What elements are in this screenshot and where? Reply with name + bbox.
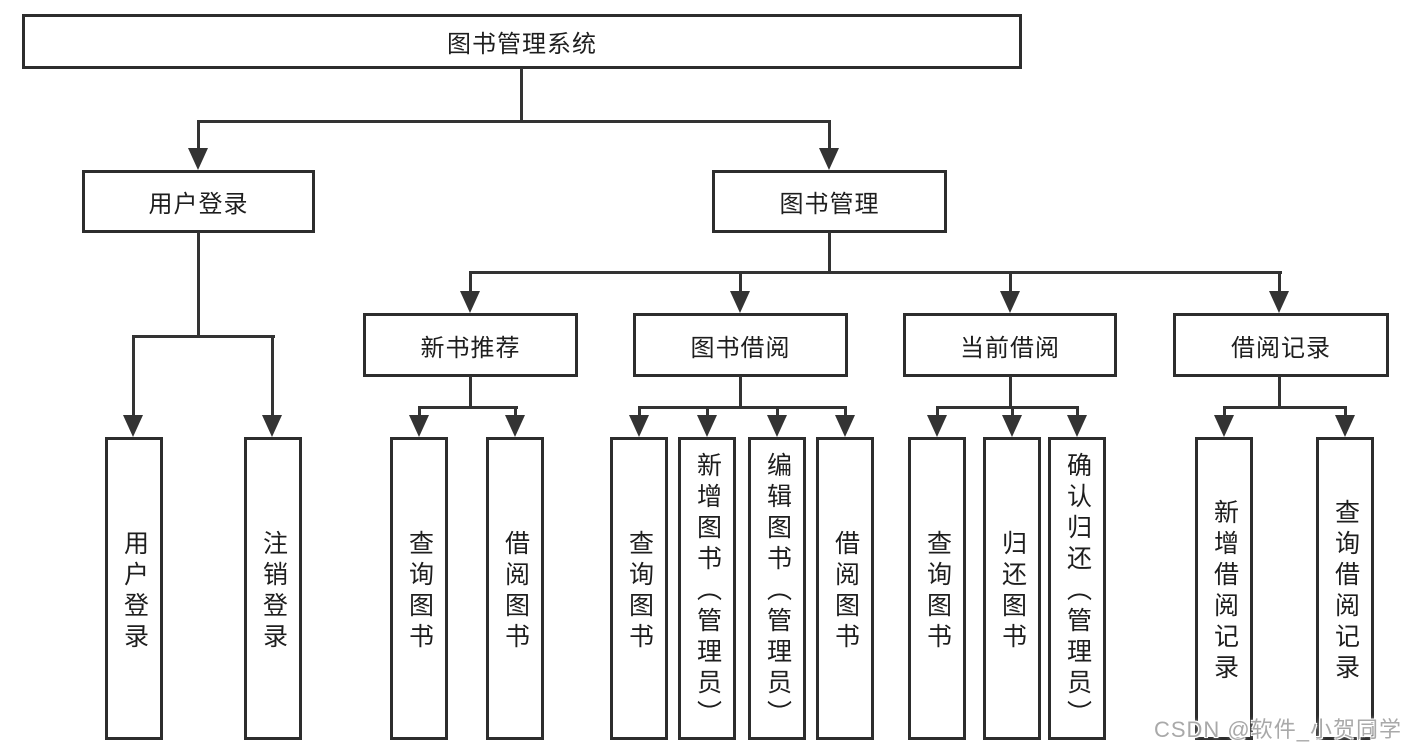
connector-arm-bb-leaf-2 <box>776 406 779 418</box>
connector-arm-logout-leaf <box>271 335 274 417</box>
node-user-login-label: 用户登录 <box>148 191 249 218</box>
node-book-management: 图书管理 <box>712 170 947 233</box>
leaf-bb-edit-books-admin: 编辑图书（管理员） <box>748 437 806 740</box>
connector-arm-cb-leaf-1 <box>1011 406 1014 418</box>
node-current-borrowing-label: 当前借阅 <box>960 334 1060 362</box>
arrowhead-br-leaf-1 <box>1335 415 1355 437</box>
connector-borrow-records-stem <box>1278 376 1281 408</box>
connector-new-books-stem <box>469 376 472 408</box>
connector-arm-nb-leaf-0 <box>418 406 421 418</box>
connector-arm-nb-leaf-1 <box>514 406 517 418</box>
arrowhead-book-mgmt <box>819 148 839 170</box>
connector-arm-br-leaf-1 <box>1344 406 1347 418</box>
connector-arm-bb-leaf-0 <box>638 406 641 418</box>
leaf-br-query-record: 查询借阅记录 <box>1316 437 1374 740</box>
node-book-management-label: 图书管理 <box>779 191 880 218</box>
connector-current-borrow-rail <box>936 406 1079 409</box>
connector-arm-user-login <box>197 120 200 152</box>
arrowhead-cb-leaf-2 <box>1067 415 1087 437</box>
arrowhead-bb-leaf-1 <box>697 415 717 437</box>
connector-arm-cb-leaf-0 <box>936 406 939 418</box>
connector-new-books-rail <box>418 406 518 409</box>
leaf-nb-borrow-books: 借阅图书 <box>486 437 544 740</box>
leaf-cb-return-books: 归还图书 <box>983 437 1041 740</box>
arrowhead-user-login <box>188 148 208 170</box>
connector-root-stem <box>520 68 523 121</box>
arrowhead-new-books <box>460 291 480 313</box>
leaf-br-add-record: 新增借阅记录 <box>1195 437 1253 740</box>
csdn-watermark: CSDN @软件_小贺同学 <box>1153 717 1402 742</box>
arrowhead-book-borrow <box>730 291 750 313</box>
connector-arm-br-leaf-0 <box>1223 406 1226 418</box>
leaf-bb-add-books-admin: 新增图书（管理员） <box>678 437 736 740</box>
connector-arm-borrow-records <box>1278 271 1281 295</box>
arrowhead-cb-leaf-1 <box>1002 415 1022 437</box>
connector-level2-rail <box>197 120 831 123</box>
connector-book-mgmt-stem <box>828 232 831 274</box>
connector-level3-rail <box>469 271 1282 274</box>
arrowhead-bb-leaf-0 <box>629 415 649 437</box>
arrowhead-logout-leaf <box>262 415 282 437</box>
arrowhead-borrow-records <box>1269 291 1289 313</box>
leaf-bb-borrow-books: 借阅图书 <box>816 437 874 740</box>
connector-arm-book-mgmt <box>828 120 831 152</box>
connector-user-login-stem <box>197 232 200 335</box>
arrowhead-login-leaf <box>123 415 143 437</box>
connector-arm-login-leaf <box>132 335 135 417</box>
node-borrow-records: 借阅记录 <box>1173 313 1389 377</box>
arrowhead-cb-leaf-0 <box>927 415 947 437</box>
node-book-borrowing-label: 图书借阅 <box>690 334 791 362</box>
node-new-book-recommend: 新书推荐 <box>363 313 578 377</box>
arrowhead-br-leaf-0 <box>1214 415 1234 437</box>
leaf-cb-query-books: 查询图书 <box>908 437 966 740</box>
leaf-cb-confirm-return-admin: 确认归还（管理员） <box>1048 437 1106 740</box>
connector-arm-current-borrow <box>1009 271 1012 295</box>
node-new-book-recommend-label: 新书推荐 <box>420 334 521 362</box>
connector-user-login-rail <box>132 335 275 338</box>
arrowhead-current-borrow <box>1000 291 1020 313</box>
node-library-system: 图书管理系统 <box>22 14 1022 69</box>
connector-arm-book-borrow <box>739 271 742 295</box>
arrowhead-bb-leaf-2 <box>767 415 787 437</box>
connector-arm-bb-leaf-1 <box>706 406 709 418</box>
connector-borrow-records-rail <box>1223 406 1347 409</box>
arrowhead-bb-leaf-3 <box>835 415 855 437</box>
connector-arm-cb-leaf-2 <box>1076 406 1079 418</box>
node-user-login: 用户登录 <box>82 170 315 233</box>
leaf-user-login: 用户登录 <box>105 437 163 740</box>
node-borrow-records-label: 借阅记录 <box>1231 334 1331 362</box>
node-current-borrowing: 当前借阅 <box>903 313 1117 377</box>
connector-book-borrow-stem <box>739 376 742 408</box>
node-book-borrowing: 图书借阅 <box>633 313 848 377</box>
connector-arm-new-books <box>469 271 472 295</box>
leaf-logout: 注销登录 <box>244 437 302 740</box>
arrowhead-nb-leaf-0 <box>409 415 429 437</box>
arrowhead-nb-leaf-1 <box>505 415 525 437</box>
connector-book-borrow-rail <box>638 406 847 409</box>
connector-arm-bb-leaf-3 <box>844 406 847 418</box>
node-library-system-label: 图书管理系统 <box>447 31 597 58</box>
connector-current-borrow-stem <box>1009 376 1012 408</box>
leaf-nb-query-books: 查询图书 <box>390 437 448 740</box>
leaf-bb-query-books: 查询图书 <box>610 437 668 740</box>
